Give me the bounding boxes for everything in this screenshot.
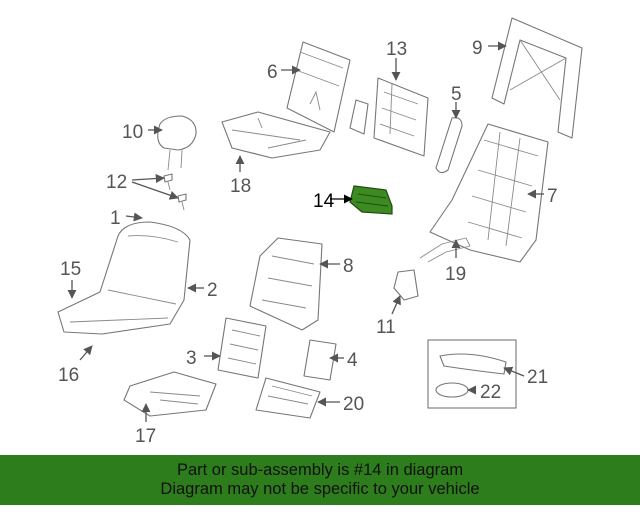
leader-16 — [79, 345, 93, 361]
callout-21: 21 — [527, 367, 548, 388]
leader-12b — [131, 181, 179, 200]
callout-5: 5 — [451, 84, 462, 105]
callout-10: 10 — [122, 122, 143, 143]
part-12-bolts — [163, 173, 187, 211]
diagram-notice-banner: Part or sub-assembly is #14 in diagram D… — [0, 455, 640, 505]
part-9-seatback-upper-frame — [491, 17, 583, 139]
part-1-2-seat-cover — [57, 221, 191, 335]
part-6-seatback-panel — [286, 41, 351, 133]
callout-11: 11 — [376, 317, 396, 338]
part-5-side-trim — [435, 117, 463, 174]
part-11-clip — [393, 269, 419, 301]
part-19-bracket — [419, 237, 471, 263]
callout-16: 16 — [58, 365, 79, 386]
callout-9: 9 — [472, 38, 483, 59]
part-10-headrest — [157, 115, 197, 171]
part-7-seat-frame — [429, 123, 549, 263]
callout-2: 2 — [207, 280, 218, 301]
callout-19: 19 — [445, 264, 466, 285]
callout-6: 6 — [267, 62, 278, 83]
leader-12a — [131, 173, 165, 184]
notice-line-disclaimer: Diagram may not be specific to your vehi… — [160, 480, 480, 498]
part-21-22-inset — [427, 339, 517, 409]
part-17-cushion-mat — [123, 371, 217, 417]
part-3-pad — [217, 317, 267, 379]
callout-12: 12 — [106, 172, 127, 193]
callout-8: 8 — [343, 256, 354, 277]
callout-15: 15 — [60, 259, 81, 280]
callout-22: 22 — [480, 382, 501, 403]
callout-13: 13 — [386, 39, 407, 60]
callout-18: 18 — [230, 176, 251, 197]
callout-7: 7 — [547, 186, 558, 207]
seat-exploded-diagram: 14 6 13 5 9 10 12 18 7 1 2 15 16 8 19 11… — [57, 17, 583, 447]
callout-1: 1 — [110, 208, 121, 229]
callout-20: 20 — [343, 394, 364, 415]
part-4-small-board — [303, 339, 337, 381]
part-18-cushion-pad — [221, 111, 331, 159]
callout-14: 14 — [313, 191, 335, 212]
part-14-highlighted-module — [349, 185, 393, 215]
notice-line-part: Part or sub-assembly is #14 in diagram — [176, 461, 464, 479]
leader-1 — [125, 212, 143, 222]
callout-17: 17 — [135, 426, 156, 447]
part-13-recliner-module — [349, 77, 429, 157]
leader-11 — [391, 295, 401, 315]
leader-21 — [503, 366, 525, 377]
part-8-back-board — [249, 237, 323, 331]
callout-4: 4 — [347, 350, 358, 371]
part-20-tray — [255, 377, 321, 419]
callout-3: 3 — [186, 348, 197, 369]
